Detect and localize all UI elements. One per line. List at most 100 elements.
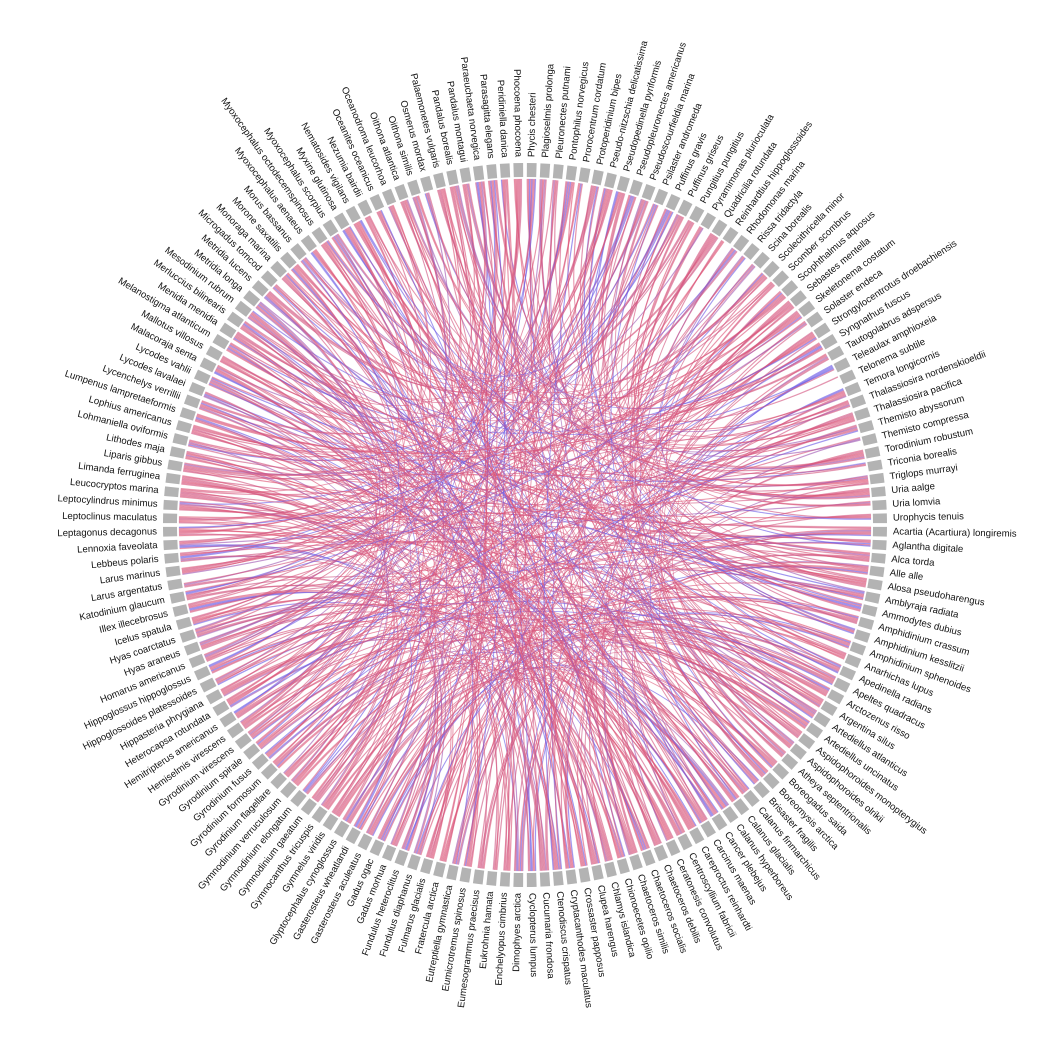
chord-ribbon <box>196 604 715 816</box>
node-arc <box>781 753 799 770</box>
chord-ribbon <box>217 199 645 685</box>
node-arc <box>260 763 278 780</box>
chord-ribbon <box>181 417 855 570</box>
node-arc <box>844 653 862 669</box>
node-arc <box>604 172 617 189</box>
arcs-layer <box>163 163 887 887</box>
node-arc <box>486 871 498 886</box>
node-arc <box>677 833 693 851</box>
chord-ribbon <box>548 180 643 852</box>
node-arc <box>867 578 883 591</box>
node-arc <box>872 539 887 551</box>
node-arc <box>871 552 886 564</box>
node-arc <box>226 722 244 739</box>
chord-ribbon <box>180 179 545 493</box>
chord-ribbon <box>255 306 623 858</box>
chord-ribbon <box>178 249 736 529</box>
node-label: Leptagonus decagonus <box>57 526 157 539</box>
chord-ribbon <box>249 489 870 736</box>
chord-ribbon <box>229 337 817 434</box>
chord-ribbon <box>185 457 831 690</box>
node-arc <box>864 446 881 459</box>
chord-ribbon <box>274 663 633 855</box>
chord-ribbon <box>208 383 867 584</box>
node-arc <box>772 270 790 287</box>
chord-ribbon <box>466 183 861 458</box>
chord-ribbon <box>199 404 850 644</box>
chord-ribbon <box>545 342 820 871</box>
chord-ribbon <box>583 186 854 635</box>
node-arc <box>665 839 681 857</box>
chord-ribbon <box>621 356 829 842</box>
node-arc <box>689 827 705 845</box>
node-arc <box>420 175 434 192</box>
chord-ribbon <box>655 255 855 632</box>
chord-ribbon <box>186 585 543 871</box>
chord-ribbon <box>346 191 620 823</box>
chord-ribbon <box>554 180 839 422</box>
node-arc <box>322 219 339 237</box>
node-arc <box>833 357 851 373</box>
node-arc <box>193 369 211 385</box>
node-arc <box>234 300 252 317</box>
node-arc <box>311 226 328 244</box>
node-arc <box>565 165 578 181</box>
node-arc <box>172 604 189 617</box>
node-arc <box>849 394 867 409</box>
chord-ribbon <box>443 240 724 862</box>
node-arc <box>446 864 459 881</box>
node-arc <box>539 872 551 887</box>
chord-ribbon <box>243 321 864 601</box>
chord-ribbon <box>192 597 681 836</box>
node-arc <box>722 226 739 244</box>
chord-ribbon <box>208 178 537 668</box>
node-label: Acartia (Acartiura) longiremis <box>893 526 1017 539</box>
node-arc <box>700 212 716 230</box>
node-arc <box>616 175 630 192</box>
node-arc <box>251 753 269 770</box>
chord-ribbon <box>283 666 634 855</box>
chord-ribbon <box>230 178 520 407</box>
chord-ribbon <box>178 529 670 841</box>
node-label: Urophycis tenuis <box>893 511 964 523</box>
chord-ribbon <box>333 178 518 815</box>
node-arc <box>578 167 591 183</box>
node-arc <box>183 394 201 409</box>
chord-ribbon <box>185 196 635 595</box>
node-arc <box>861 433 878 446</box>
node-arc <box>270 260 287 278</box>
node-arc <box>629 179 643 196</box>
node-arc <box>280 251 297 269</box>
node-arc <box>820 700 838 716</box>
node-arc <box>290 243 307 261</box>
node-arc <box>861 604 878 617</box>
chord-ribbon <box>181 480 740 798</box>
chord-ribbon <box>343 229 750 790</box>
node-arc <box>629 854 643 871</box>
node-arc <box>472 869 485 885</box>
node-arc <box>357 199 373 217</box>
chord-ribbon <box>237 331 869 492</box>
node-arc <box>163 499 178 511</box>
node-arc <box>839 665 857 681</box>
chord-ribbon <box>257 487 870 746</box>
chord-ribbon <box>513 178 868 580</box>
node-arc <box>499 163 511 178</box>
node-arc <box>205 345 223 361</box>
node-arc <box>300 798 317 816</box>
chord-ribbon <box>199 404 691 830</box>
chord-ribbon <box>256 305 586 867</box>
chord-ribbon <box>195 204 432 632</box>
node-arc <box>188 653 206 669</box>
chord-ribbon <box>189 563 865 614</box>
chord-ribbon <box>326 211 674 377</box>
node-arc <box>219 711 237 728</box>
chord-ribbon <box>358 389 844 830</box>
chord-ribbon <box>493 195 632 870</box>
node-arc <box>753 781 770 799</box>
chord-ribbon <box>367 215 855 446</box>
node-arc <box>345 205 361 223</box>
chord-ribbon <box>184 283 774 477</box>
node-arc <box>539 163 551 178</box>
node-arc <box>854 407 871 421</box>
